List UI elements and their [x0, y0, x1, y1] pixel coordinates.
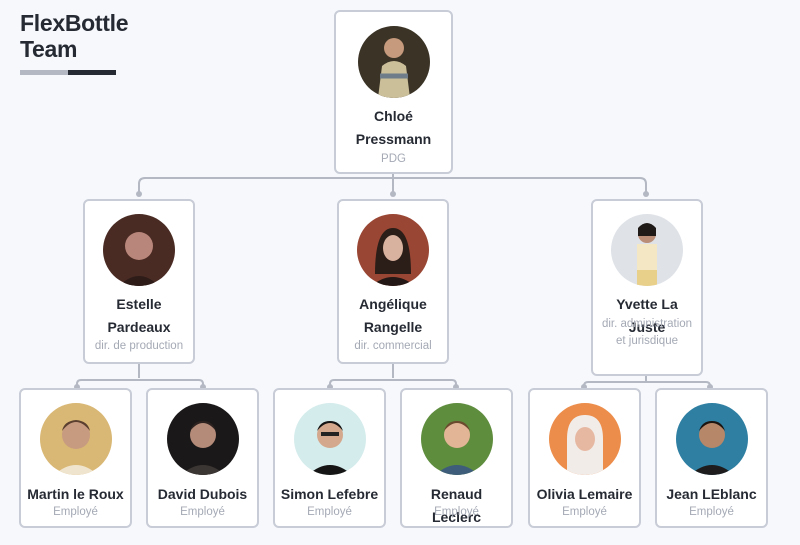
- person-role: dir. commercial: [354, 340, 432, 352]
- person-role: dir. administration et jurisdique: [601, 318, 693, 347]
- card-olivia[interactable]: Olivia Lemaire Employé: [528, 388, 641, 528]
- person-name: Olivia Lemaire: [536, 486, 633, 502]
- avatar: [675, 403, 748, 475]
- card-yvette[interactable]: Yvette La Juste dir. administration et j…: [591, 199, 703, 376]
- avatar: [103, 214, 175, 286]
- card-angelique[interactable]: Angélique Rangelle dir. commercial: [337, 199, 449, 364]
- avatar: [611, 214, 683, 286]
- person-name: Angélique Rangelle: [359, 296, 427, 335]
- person-name: David Dubois: [157, 486, 248, 502]
- person-role: PDG: [381, 153, 406, 165]
- card-david[interactable]: David Dubois Employé: [146, 388, 259, 528]
- avatar: [166, 403, 239, 475]
- person-name: Simon Lefebre: [280, 486, 379, 502]
- person-role: Employé: [562, 506, 607, 518]
- card-martin[interactable]: Martin le Roux Employé: [19, 388, 132, 528]
- avatar: [420, 403, 493, 475]
- person-name: Estelle Pardeaux: [107, 296, 171, 335]
- avatar: [357, 26, 430, 98]
- person-role: Employé: [434, 506, 479, 518]
- card-simon[interactable]: Simon Lefebre Employé: [273, 388, 386, 528]
- avatar: [39, 403, 112, 475]
- person-role: Employé: [180, 506, 225, 518]
- card-renaud[interactable]: Renaud Leclerc Employé: [400, 388, 513, 528]
- title-line-2: Team: [20, 36, 78, 62]
- person-role: Employé: [689, 506, 734, 518]
- person-name: Chloé Pressmann: [355, 108, 432, 147]
- person-role: Employé: [53, 506, 98, 518]
- avatar: [293, 403, 366, 475]
- title-line-1: FlexBottle: [20, 10, 129, 36]
- avatar: [548, 403, 621, 475]
- avatar: [357, 214, 429, 286]
- person-name: Yvette La Juste: [616, 296, 678, 335]
- title-underline: [20, 70, 116, 75]
- card-jean[interactable]: Jean LEblanc Employé: [655, 388, 768, 528]
- person-name: Martin le Roux: [27, 486, 124, 502]
- card-ceo[interactable]: Chloé Pressmann PDG: [334, 10, 453, 174]
- person-name: Renaud Leclerc: [430, 486, 483, 525]
- person-role: Employé: [307, 506, 352, 518]
- person-role: dir. de production: [94, 340, 184, 352]
- card-estelle[interactable]: Estelle Pardeaux dir. de production: [83, 199, 195, 364]
- person-name: Jean LEblanc: [666, 486, 757, 502]
- page-title: FlexBottle Team: [20, 10, 128, 62]
